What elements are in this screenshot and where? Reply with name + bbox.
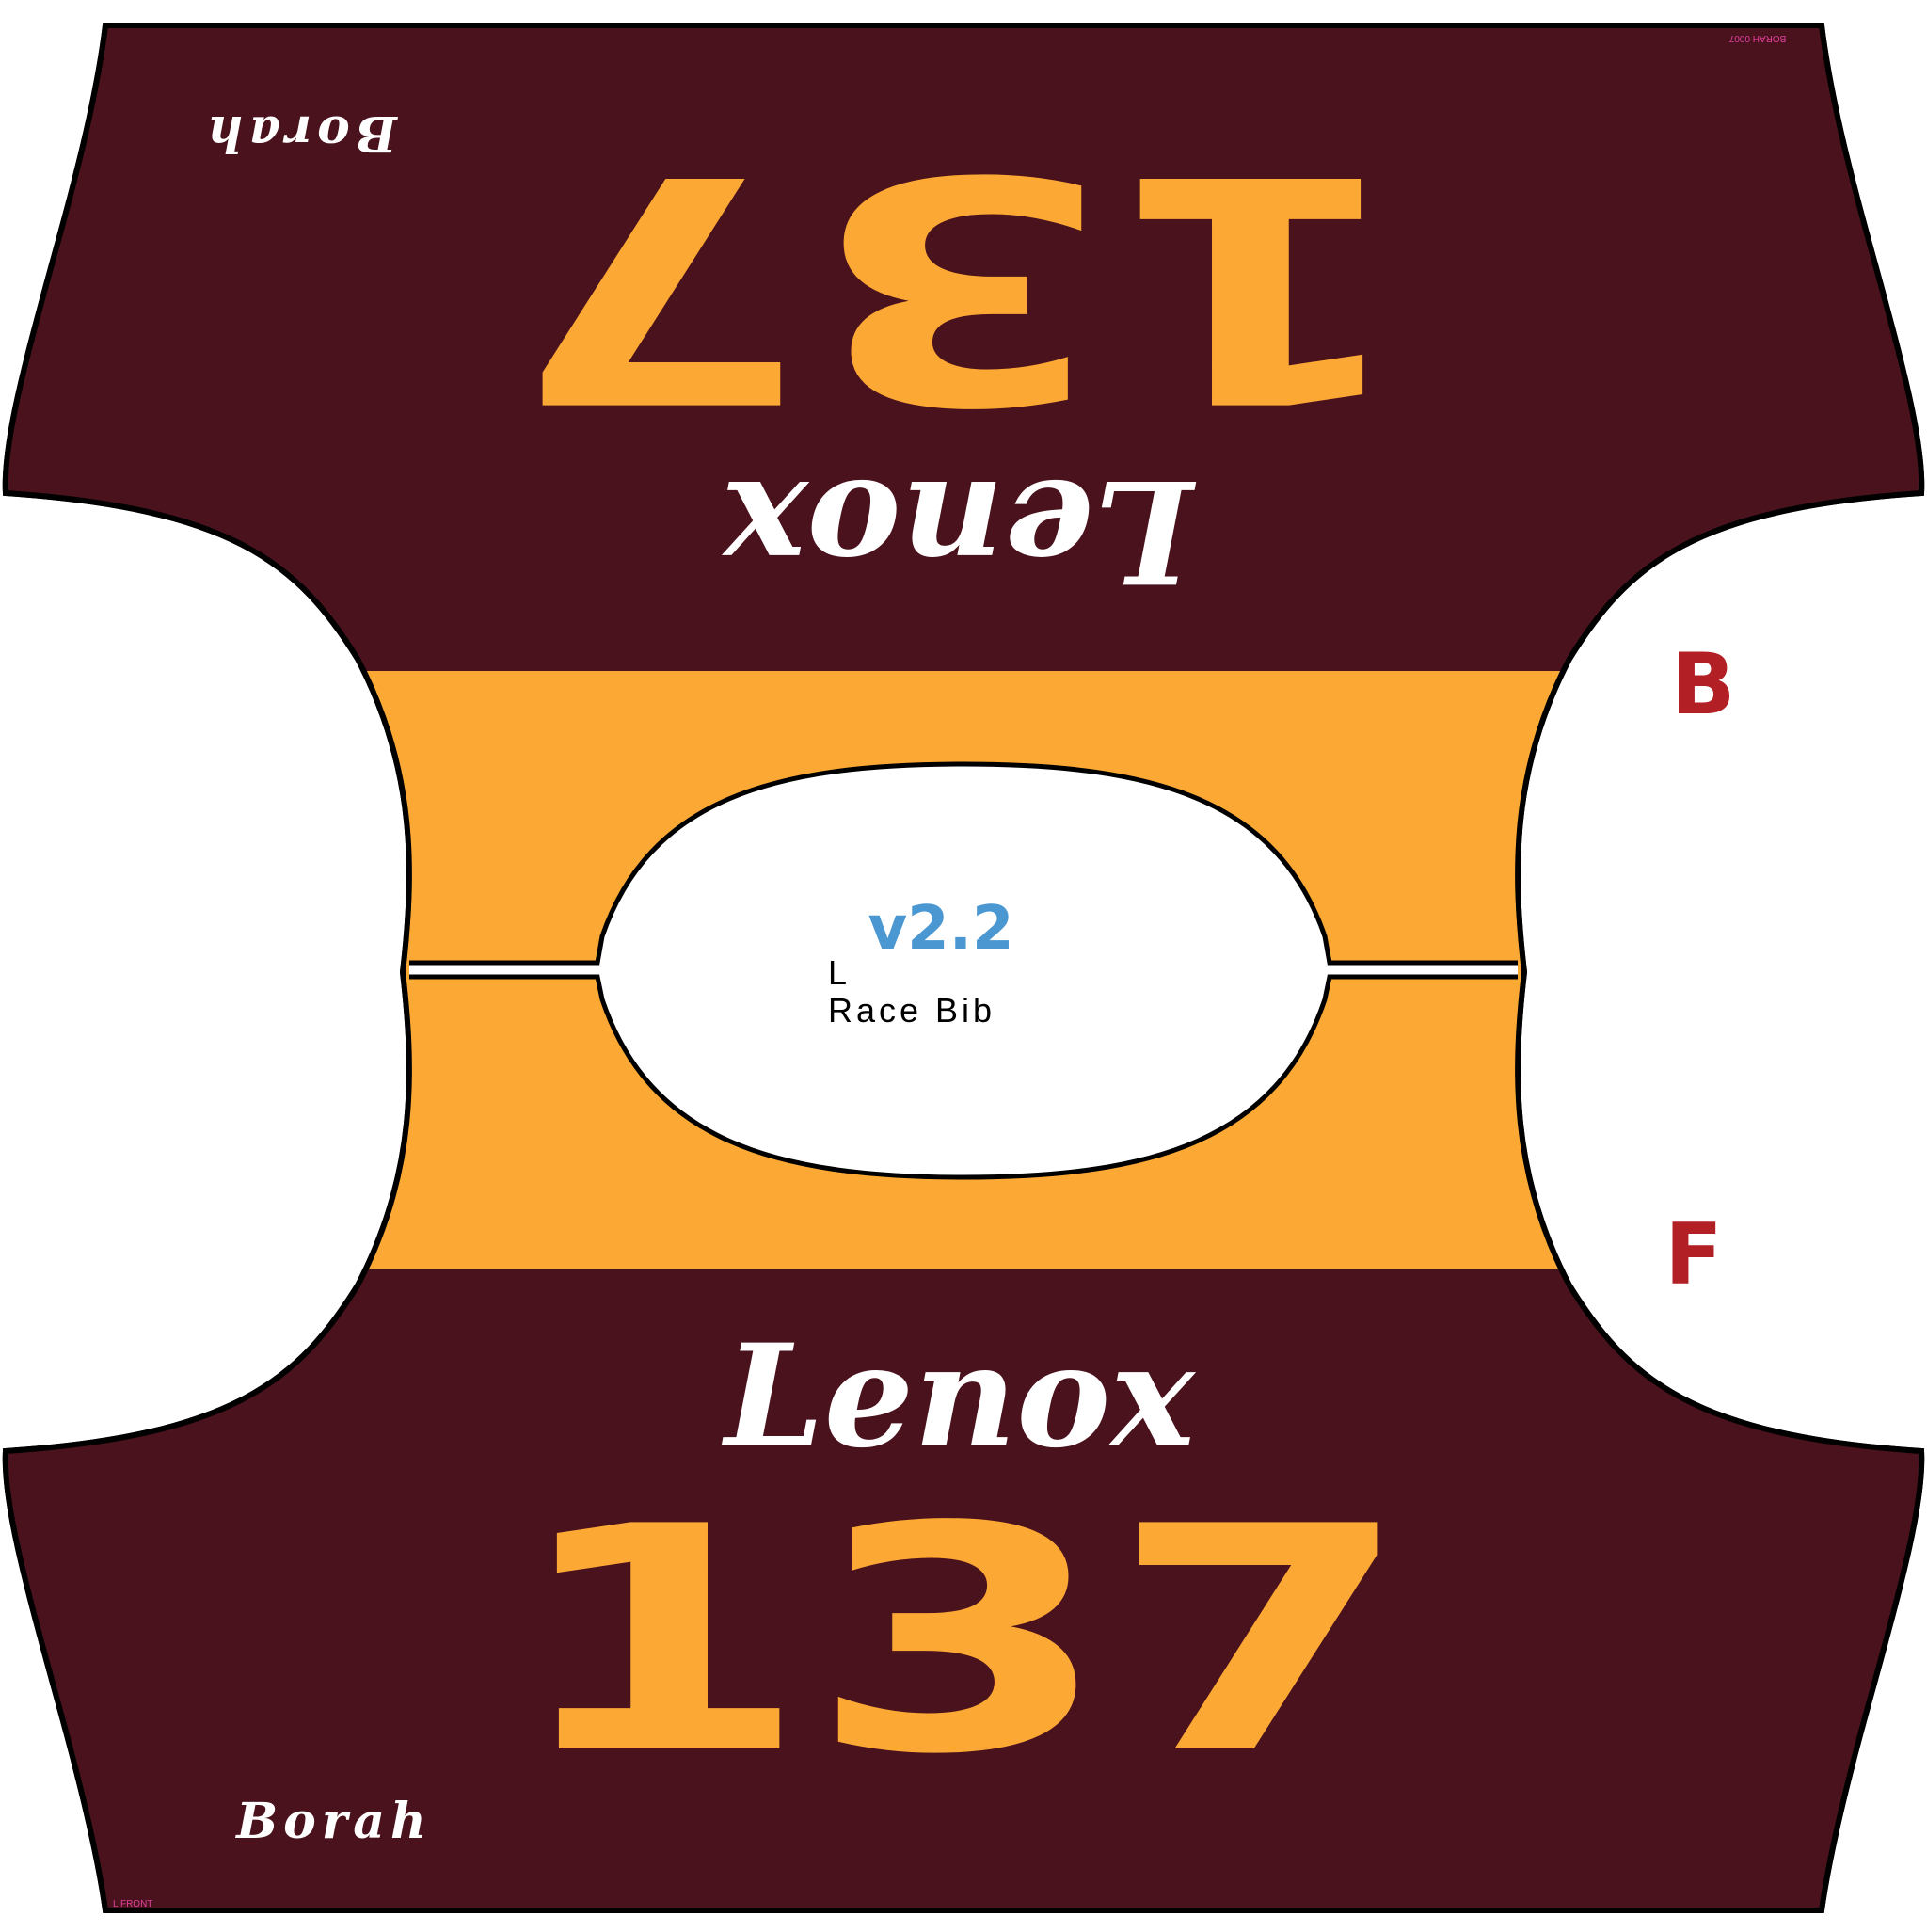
- bib-panel-border: [2, 23, 1925, 1913]
- bib-number-front: 137: [508, 1461, 1411, 1822]
- center-cutout-bottom: [374, 977, 1553, 1269]
- version-label: v2.2: [868, 894, 1013, 964]
- size-label: L: [828, 953, 847, 992]
- oval-window-border-top: [409, 761, 1518, 966]
- tiny-print-note-bottom: L FRONT: [113, 1899, 152, 1909]
- rider-name-back: Lenox: [722, 448, 1197, 614]
- oval-window-border-bottom: [409, 974, 1518, 1180]
- tiny-print-note-top: BORAH 0007: [1728, 33, 1786, 43]
- center-cutout-top: [374, 671, 1553, 963]
- oval-window-bottom: [597, 977, 1330, 1177]
- front-side-marker: F: [1664, 1206, 1722, 1304]
- bib-number-back: 137: [508, 105, 1411, 467]
- brand-logo-front: Borah: [234, 1793, 432, 1850]
- oval-window-top: [409, 764, 1518, 977]
- maroon-top-band: [5, 25, 1922, 671]
- maroon-bottom-band: [5, 1269, 1922, 1910]
- product-label: Race Bib: [828, 991, 995, 1030]
- back-side-marker: B: [1671, 635, 1736, 734]
- rider-name-front: Lenox: [721, 1314, 1196, 1479]
- brand-logo-back: Borah: [201, 104, 399, 162]
